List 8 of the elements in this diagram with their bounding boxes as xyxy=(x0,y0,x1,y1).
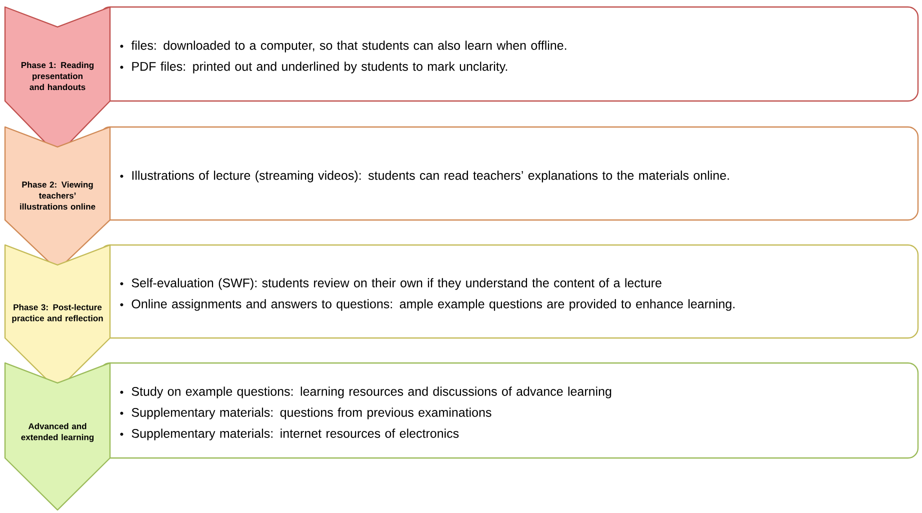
list-item: Online assignments and answers to questions: ample example questions are provided to enhance learning. xyxy=(132,299,734,311)
list-item: Supplementary materials: internet resources of electronics xyxy=(132,428,459,440)
list-item: Supplementary materials: questions from previous examinations xyxy=(132,408,492,420)
list-item: Self-evaluation (SWF): students review on their own if they understand the content of a lecture xyxy=(132,278,662,290)
list-item: Study on example questions: learning resources and discussions of advance learning xyxy=(132,386,612,398)
list-item: Illustrations of lecture (streaming videos): students can read teachers’ explanations to the materials online. xyxy=(132,170,729,182)
list-item: PDF files: printed out and underlined by students to mark unclarity. xyxy=(132,62,508,74)
list-item: files: downloaded to a computer, so that students can also learn when offline. xyxy=(131,40,566,52)
